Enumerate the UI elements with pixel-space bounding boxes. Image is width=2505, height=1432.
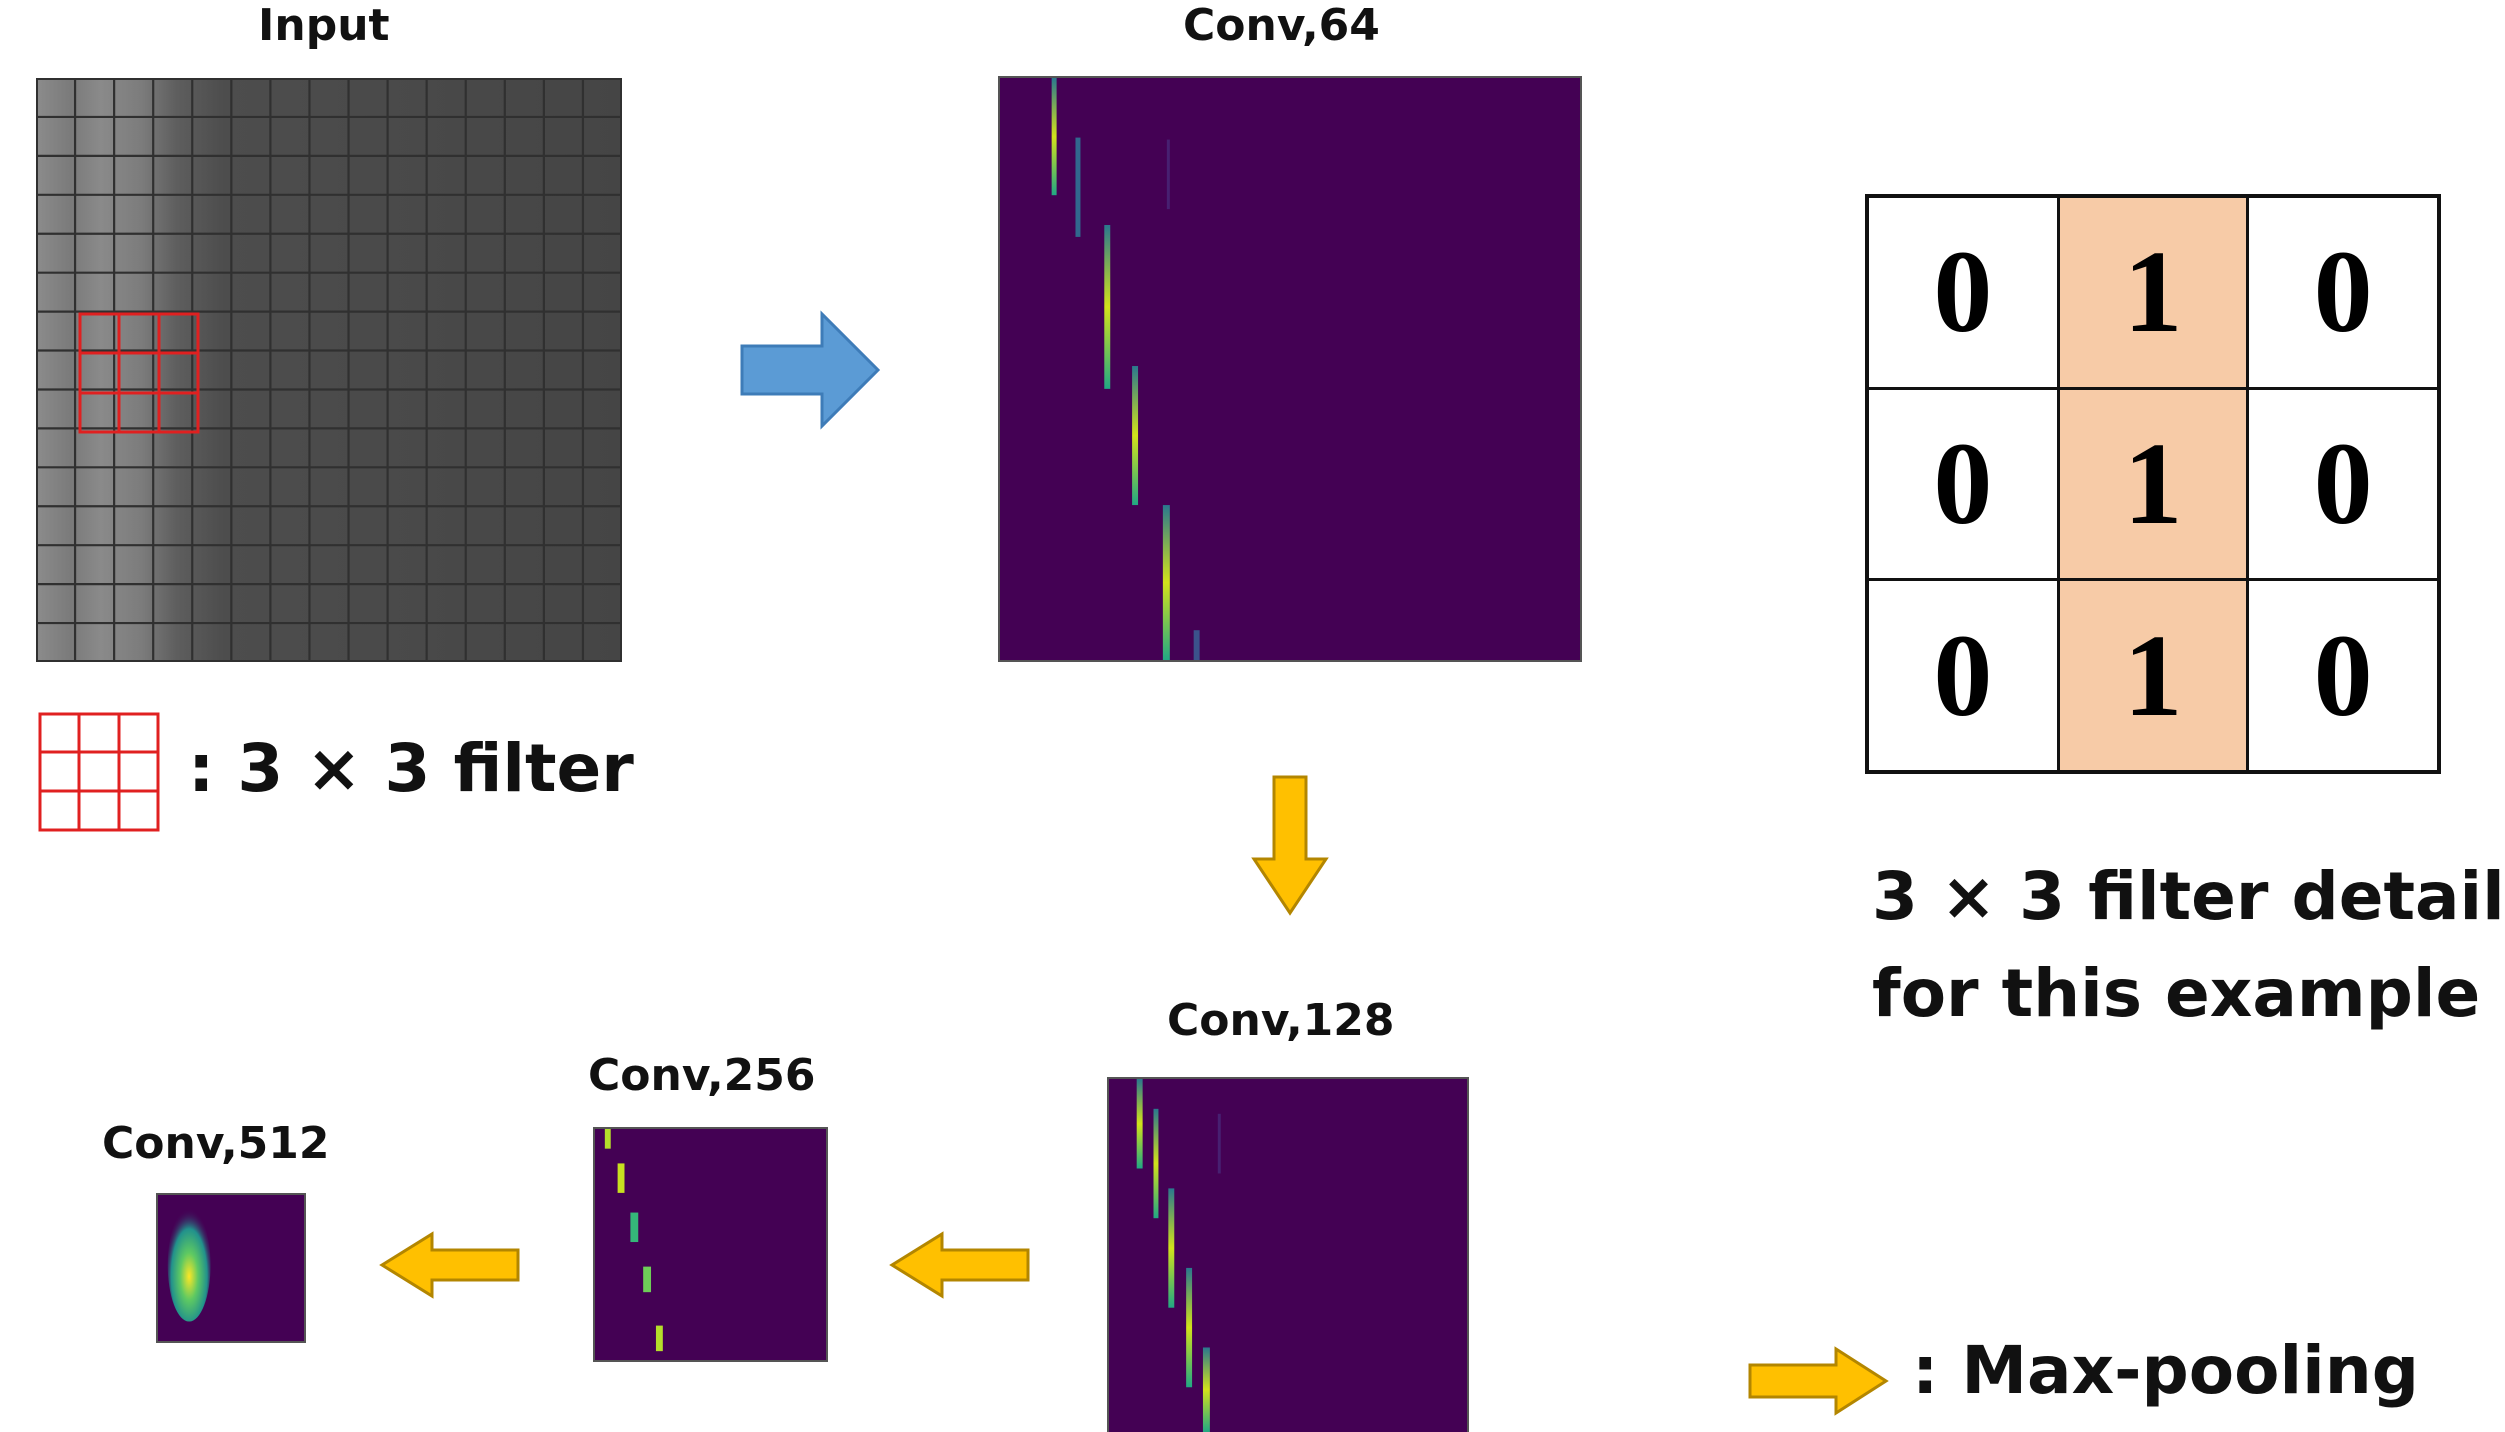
yellow-arrow-icon [1251, 775, 1329, 916]
matrix-cell: 0 [2246, 386, 2441, 582]
matrix-cell: 0 [2246, 578, 2441, 774]
conv64-label: Conv,64 [1183, 0, 1380, 51]
filter-detail-caption-line1: 3 × 3 filter detail [1872, 858, 2505, 935]
input-label: Input [258, 0, 390, 51]
conv64-feature-map [998, 76, 1582, 662]
filter-detail-caption-line2: for this example [1872, 955, 2481, 1032]
conv512-label: Conv,512 [102, 1118, 330, 1169]
filter-box [78, 312, 200, 434]
yellow-arrow-icon [379, 1231, 520, 1299]
matrix-cell: 0 [1865, 578, 2060, 774]
matrix-cell: 0 [1865, 386, 2060, 582]
conv128-feature-map [1107, 1077, 1469, 1432]
matrix-cell: 0 [1865, 194, 2060, 390]
conv128-label: Conv,128 [1167, 995, 1395, 1046]
matrix-cell: 0 [2246, 194, 2441, 390]
yellow-arrow-icon [889, 1231, 1030, 1299]
matrix-cell: 1 [2056, 194, 2250, 390]
input-image [36, 78, 622, 662]
conv256-feature-map [593, 1127, 828, 1362]
filter-detail-matrix: 0 1 0 0 1 0 0 1 0 [1865, 194, 2441, 774]
matrix-cell: 1 [2056, 386, 2250, 582]
matrix-cell: 1 [2056, 578, 2250, 774]
right-arrow-icon [740, 310, 881, 430]
conv256-label: Conv,256 [588, 1050, 816, 1101]
maxpool-legend-label: : Max-pooling [1912, 1332, 2419, 1409]
yellow-arrow-icon [1748, 1346, 1889, 1416]
filter-legend-label: : 3 × 3 filter [188, 730, 634, 807]
conv512-feature-map [156, 1193, 306, 1343]
grid-icon [38, 712, 160, 832]
